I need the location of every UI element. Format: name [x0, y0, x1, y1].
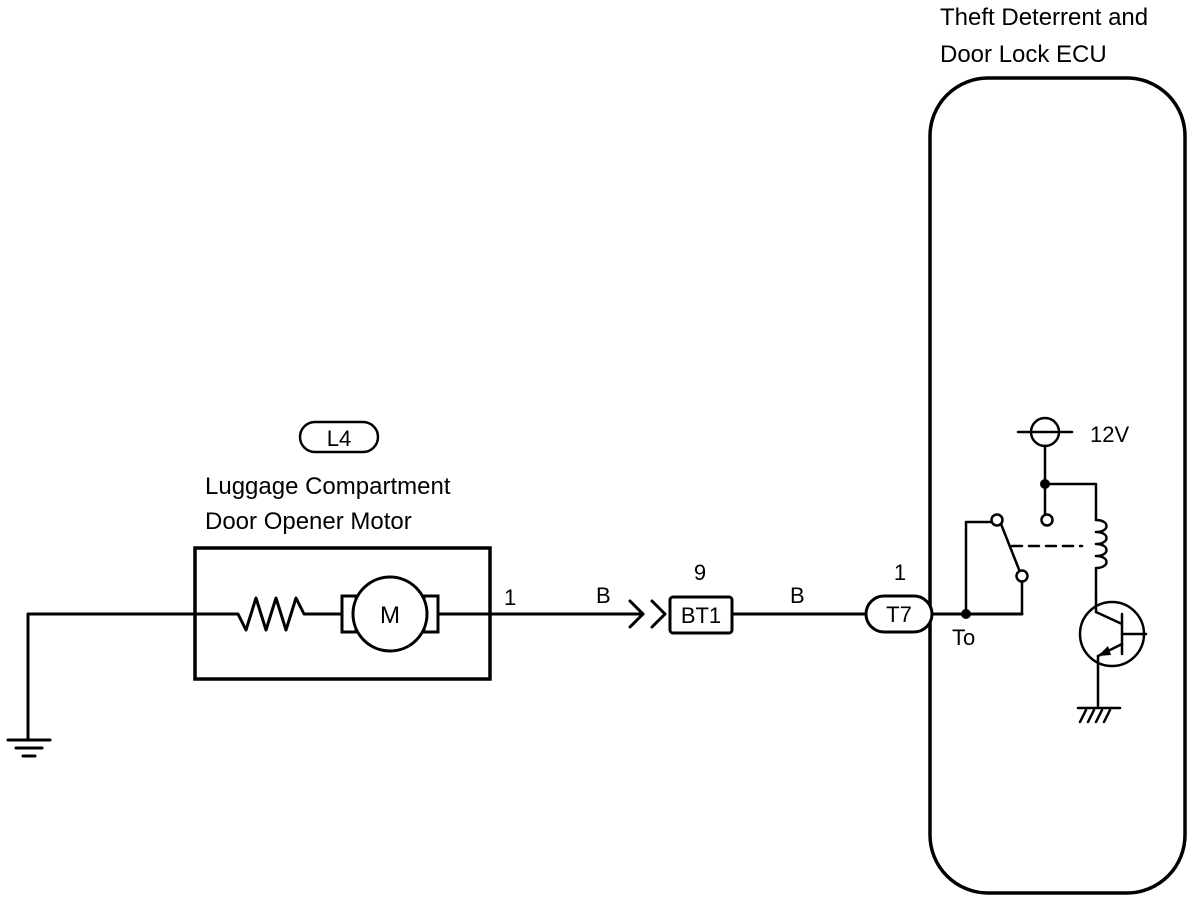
ecu-title-line1: Theft Deterrent and: [940, 4, 1148, 31]
bt1-connector: BT1: [668, 595, 734, 635]
chassis-ground-icon: [6, 612, 197, 758]
motor-connector-code: L4: [327, 426, 351, 451]
connector-chevron-icon: [628, 599, 667, 629]
ecu-ground-icon: [1076, 706, 1122, 724]
motor-connector-badge: L4: [298, 420, 380, 454]
ecu-outline: [928, 76, 1187, 895]
power-supply-icon: [1016, 416, 1098, 522]
supply-voltage-label: 12V: [1090, 422, 1129, 447]
wire-color-left: B: [596, 583, 611, 608]
resistor-icon: [193, 596, 344, 632]
bt1-connector-code: BT1: [681, 603, 721, 628]
t7-connector: T7: [864, 594, 934, 634]
ecu-title-line2: Door Lock ECU: [940, 41, 1107, 68]
motor-pin-number: 1: [504, 585, 516, 610]
transistor-icon: [1078, 598, 1148, 708]
motor-name-line1: Luggage Compartment: [205, 473, 451, 500]
motor-symbol-letter: M: [380, 602, 400, 629]
bt1-pin-number: 9: [694, 560, 706, 585]
wire-color-right: B: [790, 583, 805, 608]
motor-name-line2: Door Opener Motor: [205, 508, 412, 535]
t7-pin-number: 1: [894, 560, 906, 585]
t7-connector-code: T7: [886, 602, 912, 627]
relay-coil-icon: [1094, 518, 1108, 602]
ecu-terminal-label: To: [952, 625, 975, 650]
relay-switch-icon: [964, 513, 1084, 616]
motor-icon: M: [340, 575, 440, 653]
